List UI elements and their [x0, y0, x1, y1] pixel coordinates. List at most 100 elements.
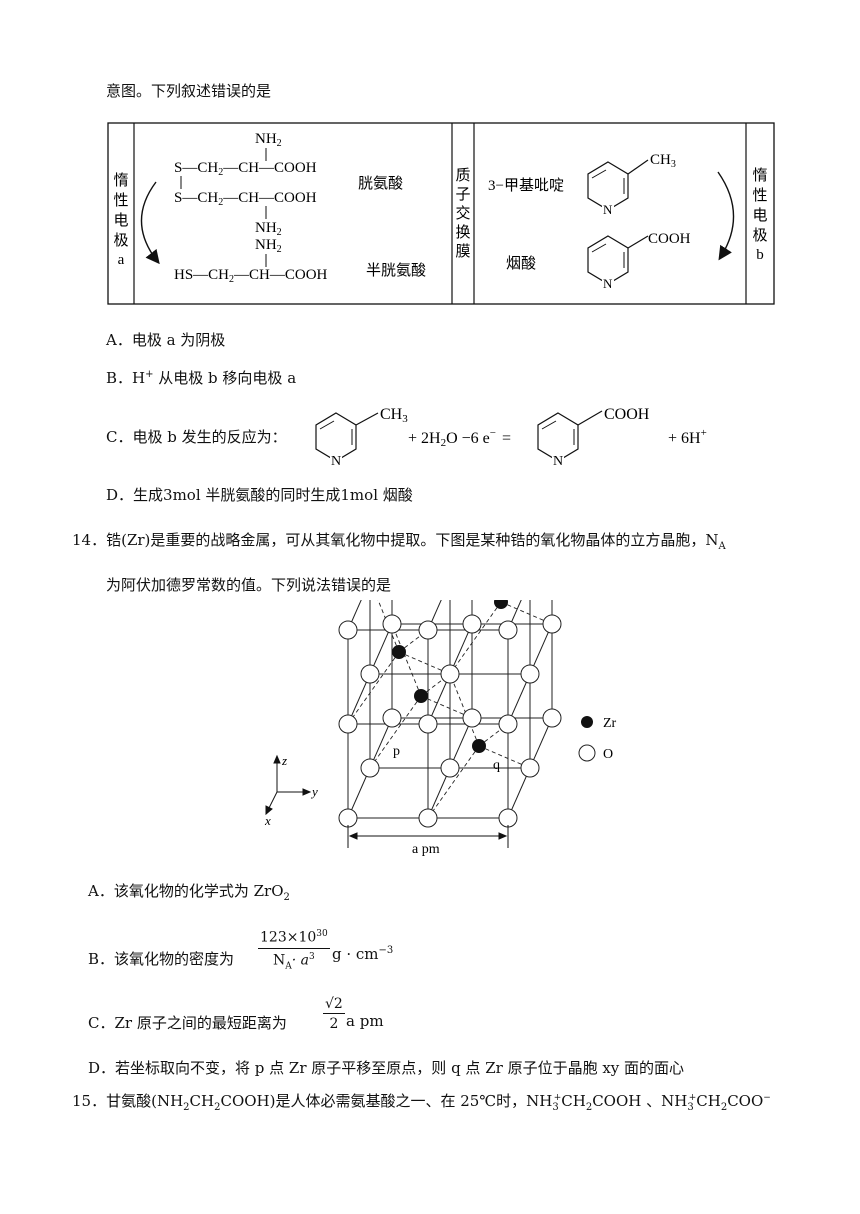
right-electrode-label: 惰 性 电 极 b [752, 167, 767, 263]
methylpyridine-structure: 3−甲基吡啶 CH3 N [488, 152, 676, 217]
q14-option-c-fraction: √2 2 [323, 996, 345, 1032]
svg-text:S—CH2—CH—COOH: S—CH2—CH—COOH [174, 160, 317, 178]
oxygen-atom [418, 808, 438, 828]
lattice-lines [347, 600, 553, 819]
cysteine-name: 半胱氨酸 [366, 262, 426, 279]
svg-text:惰: 惰 [752, 167, 767, 184]
lattice-bond [449, 673, 480, 747]
legend-zr-marker [581, 716, 593, 728]
intro-line: 意图。下列叙述错误的是 [106, 82, 272, 100]
q14-option-d: D．若坐标取向不变，将 p 点 Zr 原子平移至原点，则 q 点 Zr 原子位于… [88, 1059, 685, 1077]
q14-stem-line2: 为阿伏加德罗常数的值。下列说法错误的是 [106, 576, 392, 594]
lattice-bond [377, 600, 400, 653]
svg-text:电: 电 [752, 207, 767, 224]
svg-text:质: 质 [455, 167, 470, 184]
q14-stem-line1: 14．锆(Zr)是重要的战略金属，可从其氧化物中提取。下图是某种锆的氧化物晶体的… [72, 531, 726, 552]
zirconium-atom [392, 645, 406, 659]
svg-text:b: b [756, 247, 764, 263]
right-arrow [717, 171, 735, 261]
q14-option-c-unit: a pm [346, 1012, 384, 1030]
axes [265, 754, 312, 816]
zro2-unit-cell-figure: p q Zr O z y x a pm [264, 600, 617, 857]
legend-o-marker [578, 744, 596, 762]
cystine-name: 胱氨酸 [358, 175, 403, 192]
zirconium-atom [494, 600, 508, 609]
label-p: p [393, 744, 400, 759]
nicotinic-acid-name: 烟酸 [506, 255, 536, 272]
lattice-bond [478, 745, 531, 769]
oxygen-atom [418, 620, 438, 640]
membrane-label: 质 子 交 换 膜 [455, 167, 470, 260]
svg-text:换: 换 [455, 224, 470, 241]
svg-text:N: N [331, 454, 341, 469]
svg-text:性: 性 [752, 187, 767, 204]
lattice-bond [427, 745, 480, 819]
cystine-structure: NH2 S—CH2—CH—COOH S—CH2—CH—COOH NH2 胱氨酸 [174, 131, 403, 238]
svg-text:CH3: CH3 [650, 152, 676, 170]
svg-text:电: 电 [113, 212, 128, 229]
lattice-atoms [338, 600, 562, 828]
zirconium-atom [414, 689, 428, 703]
svg-text:N: N [603, 276, 613, 291]
left-electrode-char: 惰 [113, 172, 128, 189]
oxygen-atom [382, 708, 402, 728]
lattice-bond [449, 601, 502, 675]
svg-text:NH2: NH2 [255, 220, 282, 238]
electrolysis-diagram: 惰 性 电 极 a 惰 性 电 极 b 质 子 交 换 膜 NH2 S—CH2—… [107, 122, 775, 305]
legend-o-label: O [603, 747, 613, 762]
q14-option-a: A．该氧化物的化学式为 ZrO2 [88, 882, 290, 903]
oxygen-atom [520, 758, 540, 778]
nicotinic-acid-structure: 烟酸 COOH N [506, 231, 691, 291]
oxygen-atom [498, 714, 518, 734]
oxygen-atom [462, 614, 482, 634]
q15-stem: 15．甘氨酸(NH2CH2COOH)是人体必需氨基酸之一、在 25℃时，NH3+… [72, 1092, 771, 1113]
left-electrode-label: 惰 性 电 极 a [113, 172, 128, 268]
svg-text:性: 性 [113, 192, 128, 209]
q13-option-b: B．H+ 从电极 b 移向电极 a [106, 369, 297, 387]
lattice-bond [391, 623, 422, 697]
oxygen-atom [338, 620, 358, 640]
svg-text:S—CH2—CH—COOH: S—CH2—CH—COOH [174, 190, 317, 208]
lattice-bond [347, 651, 400, 725]
lattice-bond [420, 695, 473, 719]
q13-option-c-label: C．电极 b 发生的反应为： [106, 428, 287, 446]
svg-text:+ 2H2O −6 e−=: + 2H2O −6 e−= [408, 427, 511, 449]
label-q: q [493, 758, 500, 773]
oxygen-atom [338, 714, 358, 734]
svg-text:+ 6H+: + 6H+ [668, 427, 707, 447]
oxygen-atom [498, 620, 518, 640]
axis-x: x [264, 813, 271, 828]
oxygen-atom [520, 664, 540, 684]
svg-text:N: N [553, 454, 563, 469]
axis-z: z [281, 753, 287, 768]
zirconium-atom [472, 739, 486, 753]
svg-text:N: N [603, 202, 613, 217]
cysteine-structure: NH2 HS—CH2—CH—COOH 半胱氨酸 [174, 237, 426, 285]
svg-text:a: a [118, 252, 125, 268]
svg-text:NH2: NH2 [255, 131, 282, 149]
legend-zr-label: Zr [603, 716, 617, 731]
lattice-bond [398, 651, 451, 675]
oxygen-atom [382, 614, 402, 634]
oxygen-atom [462, 708, 482, 728]
svg-text:COOH: COOH [604, 406, 650, 423]
oxygen-atom [542, 614, 562, 634]
left-arrow [140, 181, 160, 265]
q13-option-a: A．电极 a 为阴极 [106, 331, 226, 349]
q13-option-d: D．生成3mol 半胱氨酸的同时生成1mol 烟酸 [106, 486, 413, 504]
svg-text:极: 极 [113, 232, 128, 249]
svg-text:极: 极 [752, 227, 767, 244]
dimension-marker [347, 825, 509, 848]
q14-option-b-unit: g · cm−3 [332, 945, 394, 963]
svg-text:COOH: COOH [648, 231, 691, 247]
svg-text:HS—CH2—CH—COOH: HS—CH2—CH—COOH [174, 267, 328, 285]
q14-option-b-label: B．该氧化物的密度为 [88, 950, 235, 968]
oxygen-atom [418, 714, 438, 734]
axis-y: y [310, 784, 318, 799]
oxygen-atom [338, 808, 358, 828]
lattice-bond [500, 601, 553, 625]
methylpyridine-name: 3−甲基吡啶 [488, 177, 564, 194]
dimension-label: a pm [412, 842, 440, 857]
q14-option-b-fraction: 123×1030 NA· a3 [258, 929, 330, 972]
svg-text:NH2: NH2 [255, 237, 282, 255]
